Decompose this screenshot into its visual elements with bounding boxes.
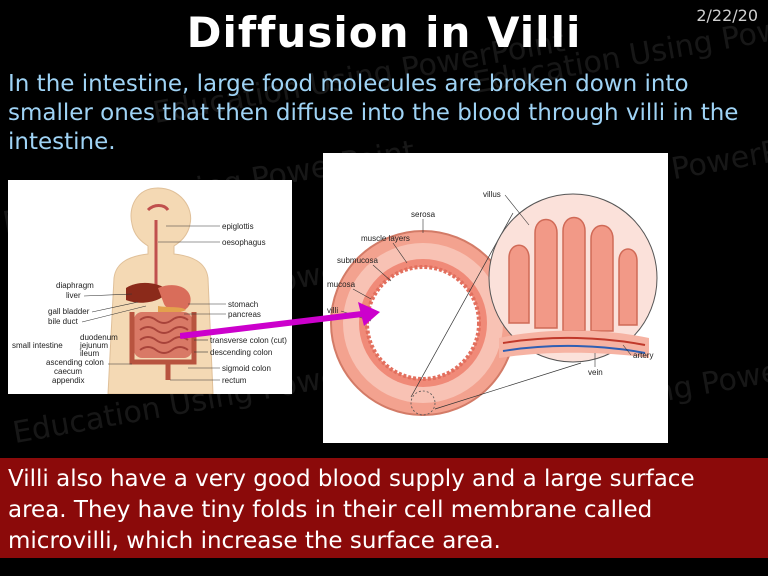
- label-liver: liver: [66, 291, 81, 300]
- summary-box: [0, 458, 768, 558]
- label-vein: vein: [588, 368, 603, 377]
- label-mucosa: mucosa: [327, 280, 356, 289]
- label-appendix: appendix: [52, 376, 84, 385]
- label-muscle-layers: muscle layers: [361, 234, 410, 243]
- label-oesophagus: oesophagus: [222, 238, 266, 247]
- label-ileum: ileum: [80, 349, 99, 358]
- label-small-intestine: small intestine: [12, 341, 63, 350]
- slide-title: Diffusion in Villi: [186, 8, 582, 57]
- label-villus: villus: [483, 190, 501, 199]
- label-stomach: stomach: [228, 300, 258, 309]
- label-jejunum: jejunum: [79, 341, 108, 350]
- label-rectum: rectum: [222, 376, 247, 385]
- label-duodenum: duodenum: [80, 333, 118, 342]
- intro-text: In the intestine, large food molecules a…: [8, 71, 739, 155]
- summary-text: Villi also have a very good blood supply…: [8, 466, 695, 554]
- label-diaphragm: diaphragm: [56, 281, 94, 290]
- label-gall-bladder: gall bladder: [48, 307, 90, 316]
- label-caecum: caecum: [54, 367, 82, 376]
- label-pancreas: pancreas: [228, 310, 261, 319]
- label-ascending-colon: ascending colon: [46, 358, 104, 367]
- villi-diagram: villus serosa muscle layers submucosa mu…: [323, 153, 668, 443]
- label-serosa: serosa: [411, 210, 436, 219]
- slide-date: 2/22/20: [696, 6, 758, 25]
- label-submucosa: submucosa: [337, 256, 378, 265]
- label-descending-colon: descending colon: [210, 348, 272, 357]
- label-bile-duct: bile duct: [48, 317, 79, 326]
- label-sigmoid-colon: sigmoid colon: [222, 364, 271, 373]
- label-transverse-colon: transverse colon (cut): [210, 336, 287, 345]
- digestive-system-diagram: epiglottis oesophagus stomach pancreas t…: [8, 180, 292, 395]
- label-artery: artery: [633, 351, 653, 360]
- connecting-arrow-icon: [180, 302, 380, 339]
- label-villi: villi: [327, 306, 338, 315]
- label-epiglottis: epiglottis: [222, 222, 254, 231]
